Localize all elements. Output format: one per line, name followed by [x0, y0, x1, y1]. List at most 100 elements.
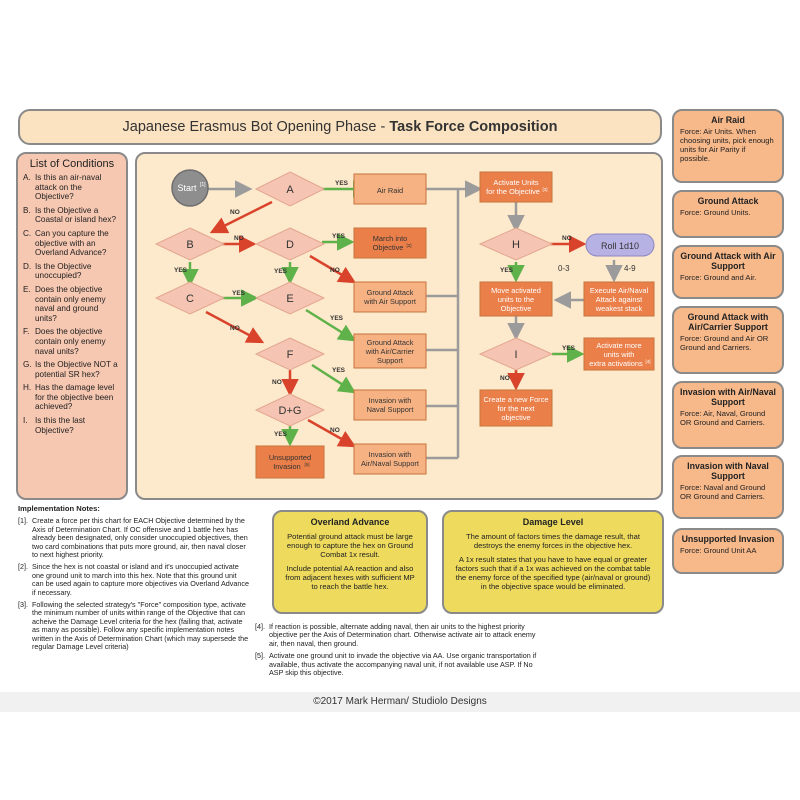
yes-label: YES	[500, 267, 514, 274]
note-item: [1].Create a force per this chart for EA…	[18, 517, 250, 559]
condition-text: Does the objective contain only enemy na…	[35, 284, 106, 323]
note-key: [1].	[18, 516, 28, 526]
condition-key: H.	[23, 383, 32, 393]
title-bold: Task Force Composition	[389, 119, 558, 135]
roll-range-high: 4-9	[624, 264, 636, 273]
condition-key: E.	[23, 284, 31, 294]
conditions-panel: List of Conditions A.Is this an air-nava…	[16, 152, 128, 500]
flowchart-panel	[135, 152, 663, 500]
overland-title: Overland Advance	[310, 517, 390, 527]
diamond-d-label: D	[286, 239, 294, 251]
start-label: Start	[177, 183, 197, 193]
condition-item: F. Does the objective contain only enemy …	[23, 327, 121, 356]
no-label: NO	[234, 235, 244, 242]
bottom-margin	[0, 712, 800, 800]
box-more-line: extra activations	[589, 359, 643, 368]
yes-label: YES	[232, 290, 246, 297]
side-box-title: Ground Attack	[697, 196, 759, 206]
condition-text: Is the Objective unoccupied?	[35, 261, 92, 281]
damage-text: A 1x result states that you have to have…	[455, 555, 651, 591]
condition-item: A.Is this an air-naval attack on the Obj…	[23, 173, 121, 202]
box-march-line: March into	[373, 234, 408, 243]
note-key: [5].	[255, 651, 265, 661]
yes-label: YES	[174, 267, 188, 274]
diamond-dg-label: D+G	[279, 405, 302, 417]
side-box-title: Invasion with Air/Naval Support	[680, 387, 776, 407]
no-label: NO	[330, 427, 340, 434]
diamond-i	[478, 337, 554, 371]
roll-pill	[585, 233, 655, 257]
box-inv-airnaval	[353, 443, 427, 475]
box-activate-line: Activate Units	[493, 178, 538, 187]
side-box-title: Invasion with Naval Support	[687, 461, 769, 481]
diamond-a	[254, 171, 326, 207]
yes-label: YES	[330, 315, 344, 322]
condition-key: F.	[23, 327, 30, 337]
no-label: NO	[500, 375, 510, 382]
diamond-i-label: I	[514, 349, 517, 361]
box-inv-naval-line: Invasion with	[369, 396, 412, 405]
side-box-title: Ground Attack with Air Support	[680, 251, 776, 271]
no-arrows	[205, 200, 587, 448]
implementation-notes: Implementation Notes: [1].Create a force…	[18, 504, 250, 656]
yes-label: YES	[332, 233, 346, 240]
side-box-body: Force: Ground Unit AA	[680, 546, 757, 555]
side-box-ground-attack: Ground Attack Force: Ground Units.	[672, 190, 784, 238]
box-execute-line: Execute Air/Naval	[590, 286, 649, 295]
side-box-ga-carrier: Ground Attack with Air/Carrier Support F…	[672, 306, 784, 374]
note-item: [5]. Activate one ground unit to invade t…	[255, 651, 545, 678]
box-move	[479, 281, 553, 317]
condition-item: I.Is this the last Objective?	[23, 416, 121, 435]
box-air-raid-line: Air Raid	[377, 186, 403, 195]
box-inv-airnaval-line: Invasion with	[369, 450, 412, 459]
box-march-note: [2]	[406, 243, 411, 248]
condition-text: Is the Objective a Coastal or island hex…	[35, 205, 117, 225]
overland-text: Include potential AA reaction and also f…	[285, 564, 415, 591]
side-box-body: Force: Air, Naval, Ground OR Ground and …	[680, 409, 766, 427]
box-execute-line: weakest stack	[595, 304, 643, 313]
condition-key: B.	[23, 205, 31, 215]
box-ga-carrier-line: with Air/Carrier	[365, 347, 415, 356]
damage-level-box: Damage Level The amount of factors times…	[442, 510, 664, 614]
note-text: Activate one ground unit to invade the o…	[269, 651, 537, 678]
condition-text: Does the objective contain only enemy na…	[35, 327, 106, 356]
copyright-footer: ©2017 Mark Herman/ Studiolo Designs	[0, 692, 800, 712]
box-ga-carrier-line: Support	[377, 356, 403, 365]
yes-label: YES	[274, 268, 288, 275]
diamond-d	[254, 227, 326, 261]
roll-range-low: 0-3	[558, 264, 570, 273]
yes-arrows	[181, 180, 585, 447]
diamond-b-label: B	[186, 239, 193, 251]
condition-key: G.	[23, 360, 32, 370]
diamond-dg	[254, 393, 326, 427]
start-node: Start [1]	[171, 169, 209, 207]
note-text: Following the selected strategy's "Force…	[32, 600, 249, 652]
no-label: NO	[562, 235, 572, 242]
box-inv-naval-line: Naval Support	[367, 405, 414, 414]
side-box-title: Air Raid	[711, 115, 745, 125]
notes-title: Implementation Notes:	[18, 504, 100, 513]
side-box-body: Force: Ground and Air.	[680, 273, 757, 282]
condition-item: B. Is the Objective a Coastal or island h…	[23, 206, 121, 225]
note-key: [3].	[18, 600, 28, 610]
box-inv-airnaval-line: Air/Naval Support	[361, 459, 419, 468]
condition-text: Can you capture the objective with an Ov…	[35, 228, 109, 258]
conditions-title: List of Conditions	[29, 158, 115, 170]
box-more-note: [4]	[645, 359, 650, 364]
condition-item: E. Does the objective contain only enemy …	[23, 285, 121, 323]
box-unsupported	[255, 445, 325, 479]
box-new-force	[479, 389, 553, 427]
roll-label: Roll 1d10	[601, 241, 639, 251]
condition-text: Is this an air-naval attack on the Objec…	[35, 173, 102, 202]
yes-label: YES	[332, 367, 346, 374]
diamond-e	[254, 281, 326, 315]
overland-text: Potential ground attack must be large en…	[286, 532, 414, 559]
side-box-body: Force: Air Units. When choosing units, p…	[680, 127, 774, 163]
box-new-force-line: Create a new Force	[484, 395, 549, 404]
condition-item: H.Has the damage level for the objective…	[23, 383, 121, 412]
box-more-line: Activate more	[596, 341, 641, 350]
start-note: [1]	[200, 182, 206, 188]
conditions-list: A.Is this an air-naval attack on the Obj…	[23, 173, 121, 435]
condition-key: C.	[23, 228, 32, 238]
side-box-body: Force: Naval and Ground OR Ground and Ca…	[680, 483, 766, 501]
